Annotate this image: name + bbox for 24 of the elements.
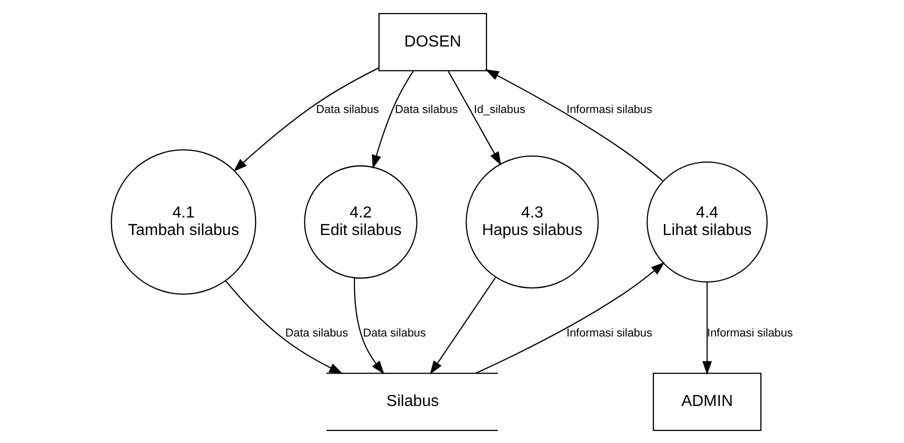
edge-label: Data silabus [363,327,426,340]
edge-label: Data silabus [395,104,458,116]
edge-label: Data silabus [316,104,379,116]
arrow [233,66,380,172]
edge-label: Id_silabus [474,104,526,116]
edge-label: Informasi silabus [707,327,793,340]
arrow [476,262,665,374]
edge-label: Informasi silabus [566,104,652,116]
node-circle: 4.3 Hapus silabus [466,154,599,288]
edge-label: Informasi silabus [566,327,652,340]
arrow [702,282,712,374]
node-circle: 4.1 Tambah silabus [110,148,256,294]
arrow [225,280,343,374]
node-box: DOSEN [378,12,488,71]
node-box: ADMIN [652,372,762,430]
node-circle: 4.4 Lihat silabus [646,160,768,282]
edge-label: Data silabus [285,327,348,340]
arrow [485,68,664,182]
node-circle: 4.2 Edit silabus [304,164,418,278]
arrow [430,276,496,374]
arrow [448,70,502,165]
node-text: Silabus [386,392,439,410]
arrow [354,277,384,374]
arrow [372,70,414,168]
